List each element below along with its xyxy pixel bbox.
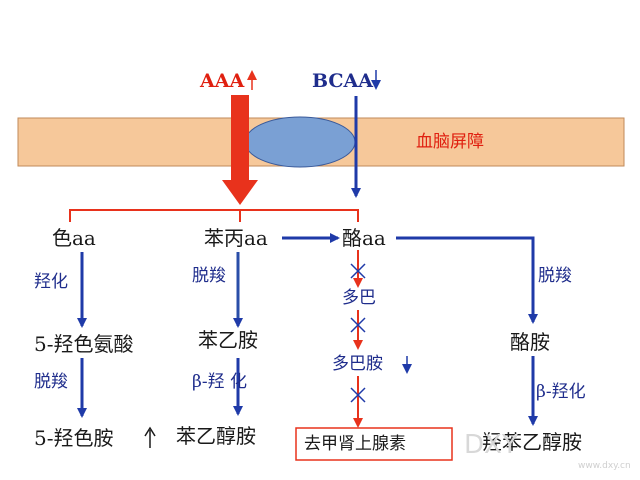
edge-decarboxylation-tyr: 脱羧 [538,266,572,286]
aaa-label: AAA [200,70,245,92]
aaa-big-arrow-shaft [231,95,249,183]
edge-hydroxylation: 羟化 [34,272,68,292]
node-phenylethylamine: 苯乙胺 [198,328,258,352]
edge-decarboxylation-phe: 脱羧 [192,266,226,286]
aaa-big-arrow-head [222,180,258,205]
watermark: DXY [464,430,518,460]
edge-decarboxylation-trp: 脱羧 [34,372,68,392]
tyr-to-tyramine-arrow [396,236,538,324]
edge-beta-hydroxylation-2: β-羟化 [536,382,586,402]
node-serotonin: 5-羟色胺 [34,426,114,450]
node-dopa: 多巴 [342,288,376,308]
barrier-ellipse [244,116,356,168]
serotonin-up-arrow-head [144,426,156,437]
bcaa-label: BCAA [312,70,374,92]
node-norepinephrine: 去甲肾上腺素 [304,434,406,454]
distribution-bracket [69,209,359,222]
node-phenylethanolamine: 苯乙醇胺 [176,424,256,448]
norepinephrine-box [295,427,453,461]
node-tyrosine: 酪aa [342,226,386,250]
node-5-hydroxytryptophan: 5-羟色氨酸 [34,332,134,356]
node-dopamine: 多巴胺 [332,354,383,374]
edge-beta-hydroxylation: β-羟 化 [192,372,247,392]
block-cross-3 [350,387,366,403]
node-tyramine: 酪胺 [510,330,550,354]
barrier-label: 血脑屏障 [416,132,484,152]
block-cross-2 [350,317,366,333]
node-phenylalanine: 苯丙aa [204,226,268,250]
node-tryptophan: 色aa [52,226,96,250]
watermark-url: www.dxy.cn [578,461,631,471]
node-octopamine: 羟苯乙醇胺 [482,430,582,454]
block-cross-1 [350,263,366,279]
